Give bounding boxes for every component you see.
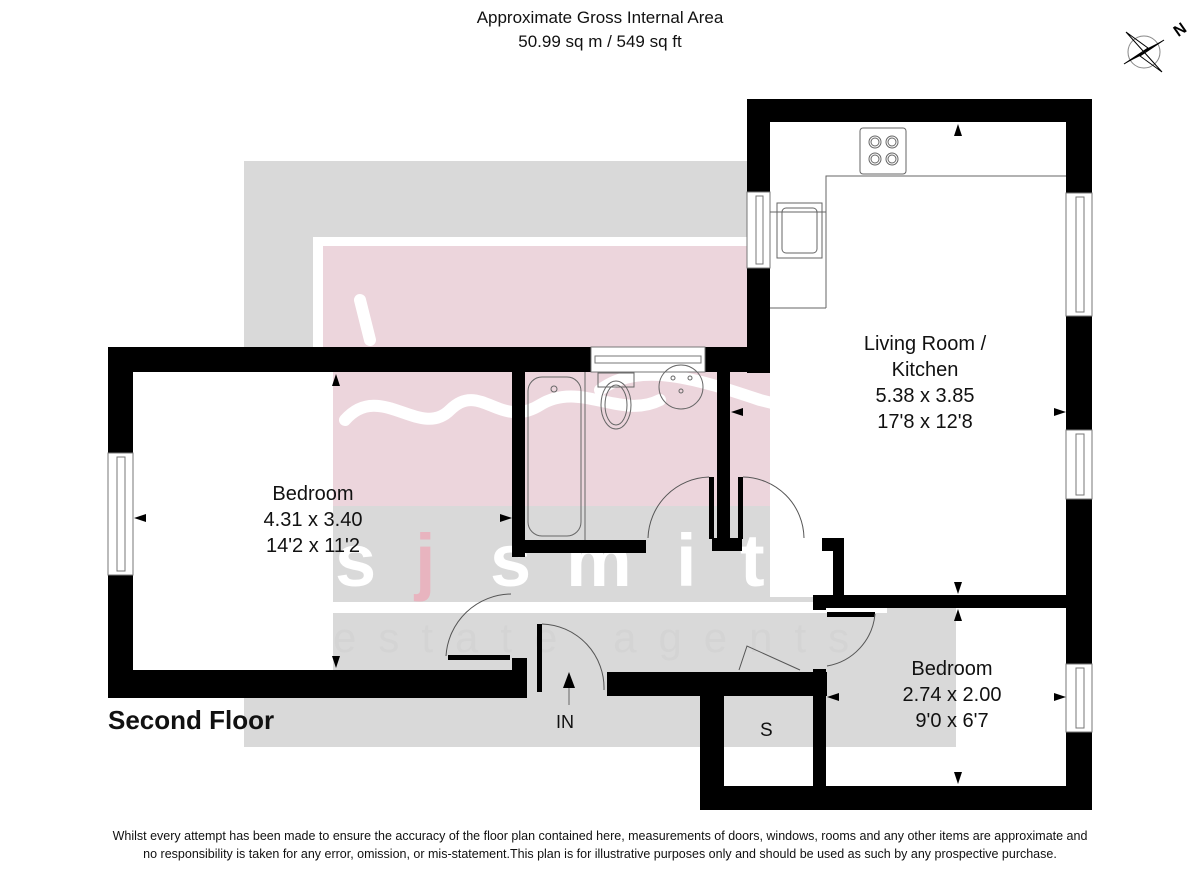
disclaimer: Whilst every attempt has been made to en… <box>0 827 1200 863</box>
dimension-arrows <box>134 124 1066 784</box>
toilet-icon <box>597 372 635 388</box>
area-value: 50.99 sq m / 549 sq ft <box>518 32 682 51</box>
windows <box>107 191 1093 733</box>
svg-text:estate agents: estate agents <box>333 614 871 661</box>
svg-text:s: s <box>335 519 376 602</box>
entrance-label: IN <box>556 712 574 732</box>
floor-label: Second Floor <box>108 705 275 735</box>
compass-rose-icon: N <box>1123 20 1190 73</box>
kitchen-fixtures <box>770 127 1066 309</box>
svg-text:j: j <box>413 519 436 602</box>
bath-icon <box>527 376 582 537</box>
svg-text:i: i <box>676 519 697 602</box>
room-label-bedroom-2: Bedroom 2.74 x 2.00 9'0 x 6'7 <box>902 658 1002 732</box>
area-title: Approximate Gross Internal Area <box>476 8 724 27</box>
disclaimer-line-1: Whilst every attempt has been made to en… <box>112 829 1088 843</box>
walls <box>108 99 1092 810</box>
door-swings <box>445 476 876 691</box>
storage-label: S <box>760 720 773 741</box>
room-fills <box>133 122 1066 782</box>
room-label-living-kitchen: Living Room / Kitchen 5.38 x 3.85 17'8 x… <box>863 333 987 433</box>
area-header: Approximate Gross Internal Area 50.99 sq… <box>0 6 1200 54</box>
room-label-bedroom-1: Bedroom 4.31 x 3.40 14'2 x 11'2 <box>263 483 363 557</box>
disclaimer-line-2: no responsibility is taken for any error… <box>143 847 1057 861</box>
svg-text:t: t <box>740 519 765 602</box>
svg-text:m: m <box>566 519 632 602</box>
sink-icon <box>776 202 823 259</box>
hob-icon <box>859 127 907 175</box>
bathroom-fixtures <box>527 364 704 540</box>
basin-icon <box>658 364 704 410</box>
